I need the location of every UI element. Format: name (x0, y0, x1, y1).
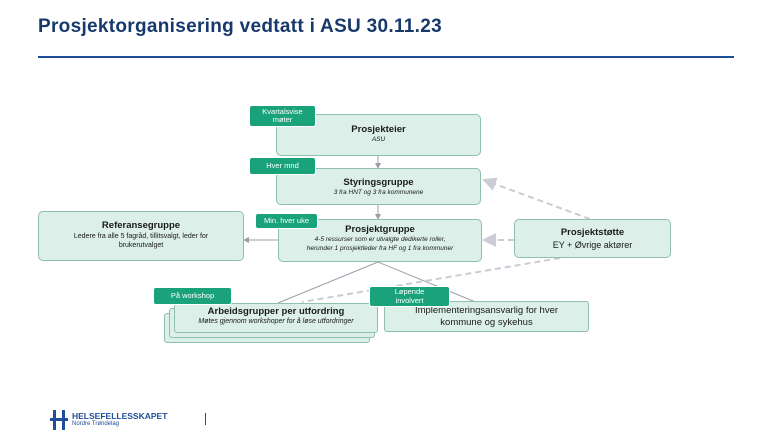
styringsgruppe-desc: 3 fra HNT og 3 fra kommunene (333, 189, 424, 196)
tag-pa-workshop: På workshop (153, 287, 232, 305)
title-underline (38, 56, 734, 58)
arbeidsgrupper-desc: Møtes gjennom workshoper for å løse utfo… (198, 318, 354, 325)
tag-lopende-line1: Løpende (394, 287, 425, 296)
implementering-line2: kommune og sykehus (440, 317, 533, 328)
tag-kvartalsvise-line2: møter (272, 115, 293, 124)
tag-kvartalsvise: Kvartalsvise møter (249, 105, 316, 127)
tag-kvartalsvise-line1: Kvartalsvise (262, 106, 303, 116)
page-title: Prosjektorganisering vedtatt i ASU 30.11… (38, 16, 442, 37)
styringsgruppe-name: Styringsgruppe (343, 177, 414, 188)
tag-lopende: Løpende involvert (369, 286, 450, 307)
logo-subtitle: Nordre Trøndelag (72, 421, 120, 427)
prosjektgruppe-name: Prosjektgruppe (345, 224, 415, 235)
box-prosjektstotte: Prosjektstøtte EY + Øvrige aktører (514, 219, 671, 258)
referansegruppe-desc-line2: brukerutvalget (118, 242, 164, 249)
helsefellesskapet-logo-icon (50, 410, 68, 430)
box-arbeidsgrupper: Arbeidsgrupper per utfordring Møtes gjen… (174, 303, 378, 333)
tag-lopende-line2: involvert (395, 295, 424, 305)
box-referansegruppe: Referansegruppe Ledere fra alle 5 fagråd… (38, 211, 244, 261)
tag-min-hver-uke: Min. hver uke (255, 213, 318, 229)
box-prosjektgruppe: Prosjektgruppe 4-5 ressurser som er utva… (278, 219, 482, 262)
prosjektstotte-desc: EY + Øvrige aktører (552, 240, 633, 250)
dashed-stotte-arbeid (301, 257, 561, 303)
prosjektgruppe-desc-line1: 4-5 ressurser som er utvalgte dedikerte … (314, 236, 446, 243)
footer-divider (205, 413, 206, 425)
box-prosjekteier: Prosjekteier ASU (276, 114, 481, 156)
connector-prosjektgruppe-arbeid (277, 261, 379, 304)
referansegruppe-desc-line1: Ledere fra alle 5 fagråd, tillitsvalgt, … (73, 233, 209, 240)
prosjektstotte-name: Prosjektstøtte (560, 227, 625, 238)
prosjektgruppe-desc-line2: herunder 1 prosjektleder fra HF og 1 fra… (306, 244, 454, 252)
referansegruppe-name: Referansegruppe (101, 220, 181, 231)
connector-prosjektgruppe-impl (377, 261, 479, 304)
prosjekteier-desc: ASU (371, 136, 386, 143)
dashed-stotte-styring (482, 177, 591, 220)
tag-hver-mnd: Hver mnd (249, 157, 316, 175)
arbeidsgrupper-name: Arbeidsgrupper per utfordring (207, 306, 345, 317)
logo-name: HELSEFELLESSKAPET (72, 411, 168, 421)
implementering-line1: Implementeringsansvarlig for hver (414, 305, 559, 316)
prosjekteier-name: Prosjekteier (351, 124, 406, 135)
